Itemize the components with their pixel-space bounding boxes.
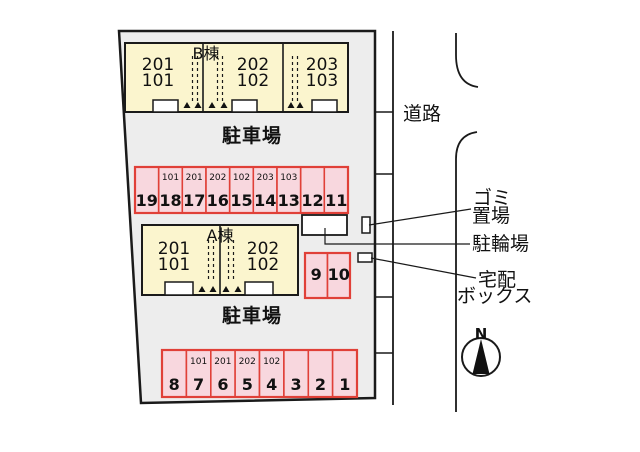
delivery-label-line1: 宅配 bbox=[478, 269, 516, 291]
parking-lot-label-upper: 駐車場 bbox=[222, 124, 282, 147]
spot-number: 16 bbox=[207, 191, 229, 210]
road-corner-curve-bottom bbox=[455, 131, 478, 412]
spot-number: 9 bbox=[311, 265, 322, 284]
parking-row-bottom: 8 7 6 5 4 3 2 1 101 201 202 102 bbox=[160, 348, 359, 399]
entrance-arrow-icon bbox=[222, 286, 230, 292]
spot-room-label: 101 bbox=[190, 357, 207, 367]
garbage-label-line2: 置場 bbox=[472, 205, 510, 227]
spot-number: 17 bbox=[183, 191, 205, 210]
north-label: N bbox=[475, 325, 488, 343]
garbage-leader-line bbox=[368, 208, 472, 226]
spot-number: 18 bbox=[159, 191, 181, 210]
spot-room-label: 201 bbox=[214, 357, 231, 367]
entrance-porch bbox=[311, 99, 338, 113]
unit-number: 101 bbox=[158, 255, 190, 275]
bicycle-label: 駐輪場 bbox=[472, 233, 529, 255]
spot-number: 1 bbox=[339, 375, 350, 394]
north-compass-icon: N bbox=[461, 325, 501, 377]
spot-number: 2 bbox=[315, 375, 326, 394]
spot-number: 12 bbox=[301, 191, 323, 210]
spot-room-label: 202 bbox=[209, 173, 226, 183]
spot-number: 8 bbox=[169, 375, 180, 394]
spot-room-label: 102 bbox=[233, 173, 250, 183]
delivery-box-structure bbox=[357, 252, 373, 263]
bicycle-leader-line bbox=[324, 228, 470, 245]
parking-side-pair: 9 10 bbox=[303, 251, 352, 300]
spot-number: 6 bbox=[217, 375, 228, 394]
entrance-arrow-icon bbox=[183, 102, 191, 108]
unit-number: 203 bbox=[306, 55, 338, 75]
entrance-porch bbox=[244, 281, 274, 296]
unit-number: 101 bbox=[142, 71, 174, 91]
unit-number: 202 bbox=[237, 55, 269, 75]
garbage-station-structure bbox=[361, 216, 371, 234]
entrance-arrow-icon bbox=[198, 286, 206, 292]
spot-room-label: 102 bbox=[263, 357, 280, 367]
spot-number: 11 bbox=[325, 191, 347, 210]
parking-row-middle: 19 18 17 16 15 14 13 12 11 101 201 202 1… bbox=[133, 165, 350, 215]
building-b-title: B棟 bbox=[193, 44, 220, 63]
spot-number: 3 bbox=[291, 375, 302, 394]
unit-number: 102 bbox=[247, 255, 279, 275]
spot-number: 7 bbox=[193, 375, 204, 394]
unit-number: 103 bbox=[306, 71, 338, 91]
entrance-arrow-icon bbox=[209, 286, 217, 292]
spot-number: 19 bbox=[136, 191, 158, 210]
unit-number: 201 bbox=[142, 55, 174, 75]
spot-number: 10 bbox=[328, 265, 350, 284]
spot-room-label: 101 bbox=[162, 173, 179, 183]
spot-number: 13 bbox=[278, 191, 300, 210]
parking-row-outline bbox=[303, 251, 352, 300]
spot-room-label: 103 bbox=[280, 173, 297, 183]
entrance-arrow-icon bbox=[194, 102, 202, 108]
entrance-arrow-icon bbox=[208, 102, 216, 108]
unit-number: 201 bbox=[158, 239, 190, 259]
parking-row-outline bbox=[133, 165, 350, 215]
entrance-arrow-icon bbox=[234, 286, 242, 292]
compass-needle bbox=[472, 339, 490, 374]
entrance-arrow-icon bbox=[220, 102, 228, 108]
entrance-arrow-icon bbox=[296, 102, 304, 108]
entrance-arrow-icon bbox=[287, 102, 295, 108]
road-corner-curve-top bbox=[455, 33, 479, 88]
spot-number: 14 bbox=[254, 191, 276, 210]
parking-row-outline bbox=[160, 348, 359, 399]
parking-lot-label-lower: 駐車場 bbox=[222, 304, 282, 327]
spot-room-label: 203 bbox=[257, 173, 274, 183]
spot-number: 15 bbox=[230, 191, 252, 210]
delivery-label-line2: ボックス bbox=[457, 285, 532, 307]
spot-room-label: 201 bbox=[186, 173, 203, 183]
spot-number: 5 bbox=[242, 375, 253, 394]
spot-room-label: 202 bbox=[239, 357, 256, 367]
delivery-leader-line bbox=[370, 257, 477, 279]
garbage-label-line1: ゴミ bbox=[473, 187, 511, 209]
unit-number: 202 bbox=[247, 239, 279, 259]
entrance-porch bbox=[164, 281, 194, 296]
building-a-title: A棟 bbox=[207, 226, 234, 245]
site-boundary bbox=[117, 29, 377, 405]
road-label: 道路 bbox=[403, 103, 441, 125]
building-b: B棟 201 101 202 102 203 103 bbox=[124, 42, 349, 113]
spot-number: 4 bbox=[266, 375, 277, 394]
building-a: A棟 201 101 202 102 bbox=[141, 224, 299, 296]
unit-number: 102 bbox=[237, 71, 269, 91]
entrance-porch bbox=[152, 99, 179, 113]
entrance-porch bbox=[231, 99, 258, 113]
